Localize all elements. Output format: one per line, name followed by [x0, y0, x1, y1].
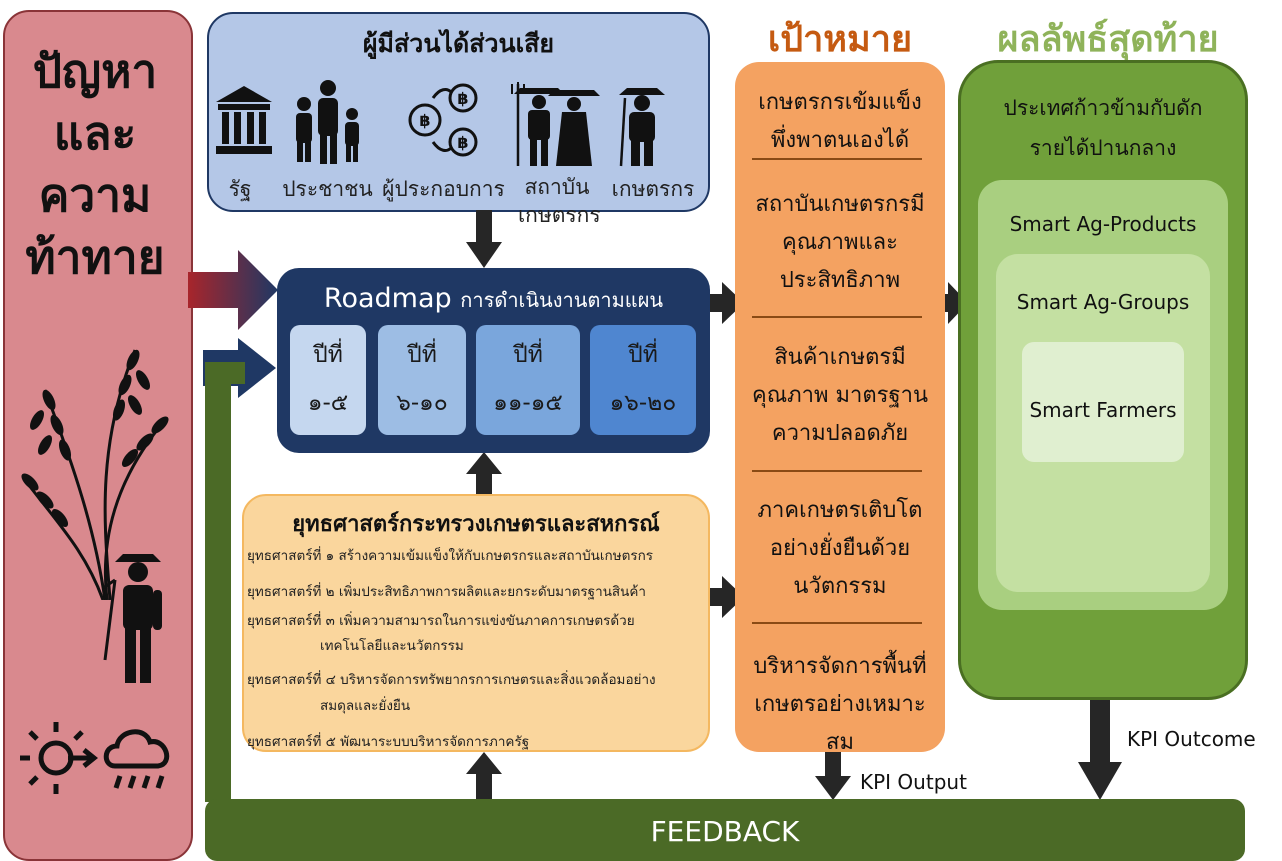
arrow-down-stakeholders	[466, 210, 502, 268]
stakeholder-label-entrepreneurs: ผู้ประกอบการ	[382, 177, 505, 201]
svg-text:฿: ฿	[457, 89, 468, 108]
arrow-down-kpi-output	[815, 752, 851, 800]
outcome-text: ประเทศก้าวข้ามกับดัก รายได้ปานกลาง	[1003, 96, 1203, 160]
strategy-item-4-cont: สมดุลและยั่งยืน	[320, 698, 411, 714]
year-label: ปีที่	[513, 342, 543, 368]
feedback-label: FEEDBACK	[650, 815, 800, 848]
roadmap-year-2: ปีที่ ๖-๑๐	[378, 325, 466, 435]
stakeholder-label-citizens: ประชาชน	[282, 177, 373, 201]
sun-icon	[20, 722, 98, 794]
smart-ag-groups-label: Smart Ag-Groups	[1016, 290, 1190, 314]
family-icon	[296, 80, 359, 164]
outcome-heading: ผลลัพธ์สุดท้าย	[997, 19, 1219, 60]
goal-item-2: สถาบันเกษตรกรมี คุณภาพและ ประสิทธิภาพ	[755, 192, 925, 293]
strategy-item-2: ยุทธศาสตร์ที่ ๒ เพิ่มประสิทธิภาพการผลิตแ…	[247, 584, 647, 600]
strategy-item-1: ยุทธศาสตร์ที่ ๑ สร้างความเข้มแข็งให้กับเ…	[247, 548, 654, 564]
problems-panel	[3, 10, 193, 861]
strategy-item-3: ยุทธศาสตร์ที่ ๓ เพิ่มความสามารถในการแข่ง…	[247, 613, 635, 629]
kpi-outcome-label: KPI Outcome	[1127, 727, 1256, 751]
stakeholder-label-state: รัฐ	[228, 177, 252, 201]
smart-farmers-layer	[1022, 342, 1184, 462]
farmer-with-hoe-icon	[102, 554, 162, 683]
goal-box	[735, 62, 945, 752]
goal-divider	[752, 622, 922, 624]
strategy-item-3-cont: เทคโนโลยีและนวัตกรรม	[320, 638, 464, 654]
roadmap-title: Roadmap การดำเนินงานตามแผน	[277, 283, 710, 316]
rice-plant-icon	[21, 349, 169, 600]
arrow-right-roadmap	[704, 282, 744, 324]
strategy-title: ยุทธศาสตร์กระทรวงเกษตรและสหกรณ์	[292, 512, 660, 537]
arrow-right-strategy	[704, 576, 744, 618]
roadmap-title-main: Roadmap	[323, 283, 452, 314]
year-label: ปีที่	[407, 342, 437, 368]
goal-heading: เป้าหมาย	[767, 19, 913, 60]
arrow-down-kpi-outcome	[1078, 700, 1122, 800]
stakeholder-box	[207, 12, 710, 212]
kpi-output-label: KPI Output	[860, 770, 967, 794]
smart-farmers-label: Smart Farmers	[1029, 398, 1177, 422]
roadmap-subtitle: การดำเนินงานตามแผน	[460, 288, 664, 312]
strategy-item-4: ยุทธศาสตร์ที่ ๔ บริหารจัดการทรัพยากรการเ…	[247, 672, 656, 688]
government-building-icon	[216, 86, 272, 154]
farmer-icon	[619, 88, 665, 167]
goal-item-4: ภาคเกษตรเติบโต อย่างยั่งยืนด้วย นวัตกรรม	[757, 498, 923, 599]
arrow-up-feedback	[466, 752, 502, 802]
svg-text:฿: ฿	[419, 111, 430, 130]
roadmap-year-1: ปีที่ ๑-๕	[290, 325, 366, 435]
goal-divider	[752, 316, 922, 318]
feedback-loop-top	[205, 362, 245, 384]
stakeholder-title: ผู้มีส่วนได้ส่วนเสีย	[362, 29, 555, 58]
year-range: ๖-๑๐	[396, 390, 448, 416]
goal-item-5: บริหารจัดการพื้นที่ เกษตรอย่างเหมาะสม	[753, 654, 927, 755]
stakeholder-label-farmer-institutions: สถาบันเกษตรกร	[518, 175, 601, 227]
goal-item-3: สินค้าเกษตรมี คุณภาพ มาตรฐาน ความปลอดภัย	[752, 345, 928, 446]
stakeholder-label-farmers: เกษตรกร	[611, 177, 695, 201]
year-label: ปีที่	[628, 342, 658, 368]
strategy-box	[242, 494, 710, 752]
year-range: ๑-๕	[307, 390, 349, 416]
goal-divider	[752, 470, 922, 472]
year-label: ปีที่	[313, 342, 343, 368]
feedback-loop-line	[205, 362, 231, 802]
goal-divider	[752, 158, 922, 160]
strategy-item-5: ยุทธศาสตร์ที่ ๕ พัฒนาระบบบริหารจัดการภาค…	[247, 734, 530, 750]
year-range: ๑๖-๒๐	[609, 390, 677, 416]
rain-cloud-icon	[103, 729, 170, 789]
arrow-right-goals	[932, 282, 968, 324]
problems-title: ปัญหา และ ความ ท้าทาย	[25, 44, 165, 284]
svg-text:฿: ฿	[457, 133, 468, 152]
goal-item-1: เกษตรกรเข้มแข็ง พึ่งพาตนเองได้	[758, 90, 922, 153]
smart-ag-products-label: Smart Ag-Products	[1009, 212, 1197, 236]
feedback-bar	[205, 799, 1245, 861]
roadmap-year-4: ปีที่ ๑๖-๒๐	[590, 325, 696, 435]
roadmap-year-3: ปีที่ ๑๑-๑๕	[476, 325, 580, 435]
baht-coins-icon: ฿฿฿	[408, 83, 478, 157]
arrow-up-strategy	[466, 452, 502, 496]
year-range: ๑๑-๑๕	[493, 390, 563, 416]
farmer-couple-icon	[511, 82, 600, 166]
problem-arrows	[188, 250, 278, 398]
